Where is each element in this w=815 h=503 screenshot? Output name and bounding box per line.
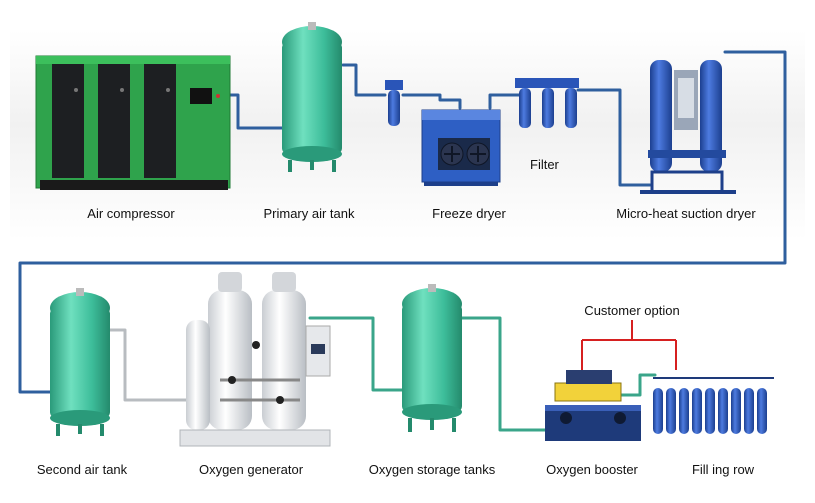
- label-filter: Filter: [530, 157, 559, 172]
- pipe-network: [18, 50, 787, 432]
- cylinder-3: [679, 388, 689, 434]
- primary-air-tank: [282, 22, 342, 172]
- label-second-air-tank: Second air tank: [36, 462, 128, 477]
- second-air-tank: [50, 288, 110, 436]
- oxygen-booster: [545, 370, 641, 441]
- filling-row: [653, 377, 774, 434]
- oxygen-generator: [179, 272, 331, 447]
- oxygen-storage-tank: [402, 284, 462, 432]
- generator-panel: [311, 344, 325, 354]
- label-micro-heat-dryer: Micro-heat suction dryer: [616, 206, 756, 221]
- pipe-filters-dryer: [576, 88, 652, 187]
- label-primary-air-tank: Primary air tank: [263, 206, 355, 221]
- pipe-booster-row: [618, 373, 657, 397]
- cylinder-5: [705, 388, 715, 434]
- cylinder-1: [653, 388, 663, 434]
- micro-heat-suction-dryer: [640, 60, 736, 194]
- filter-single: [385, 80, 403, 126]
- pipe-tank-generator: [108, 328, 190, 402]
- pipe-freeze-filters: [488, 93, 522, 110]
- label-air-compressor: Air compressor: [87, 206, 175, 221]
- label-oxygen-booster: Oxygen booster: [546, 462, 638, 477]
- pipe-storage-booster: [460, 316, 547, 432]
- filter-triple: [515, 78, 579, 128]
- pipe-compressor-tank: [228, 93, 284, 130]
- cylinder-6: [718, 388, 728, 434]
- pipe-generator-storage: [308, 316, 407, 392]
- label-customer-option: Customer option: [584, 303, 680, 318]
- cylinder-2: [666, 388, 676, 434]
- air-compressor: [35, 55, 231, 190]
- pipe-return-loop: [18, 50, 787, 394]
- label-filling-row: Fill ing row: [691, 462, 755, 477]
- label-freeze-dryer: Freeze dryer: [432, 206, 506, 221]
- cylinder-7: [731, 388, 741, 434]
- label-oxygen-storage-tanks: Oxygen storage tanks: [368, 462, 496, 477]
- pipe-filter-freeze: [401, 93, 462, 110]
- cylinder-8: [744, 388, 754, 434]
- cylinder-9: [757, 388, 767, 434]
- compressor-display: [190, 88, 212, 104]
- customer-option-bracket: [581, 320, 677, 370]
- pipe-tank-filter: [341, 63, 387, 97]
- cylinder-4: [692, 388, 702, 434]
- freeze-dryer: [421, 109, 501, 186]
- label-oxygen-generator: Oxygen generator: [198, 462, 304, 477]
